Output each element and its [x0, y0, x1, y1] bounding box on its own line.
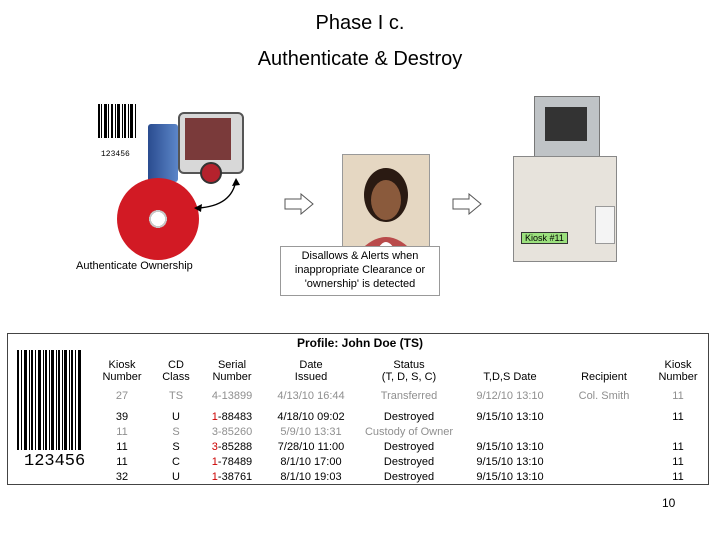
table-row[interactable]: 11 C 1-78489 8/1/10 17:00 Destroyed 9/15…: [116, 455, 684, 468]
kiosk-tower-icon: [148, 124, 178, 182]
right-arrow-icon-2: [452, 193, 482, 215]
profile-panel: [7, 333, 709, 485]
shredder-window-icon: [545, 107, 587, 141]
col-header-tds-date: T,D,S Date: [483, 371, 537, 383]
kiosk-display-icon: [185, 118, 231, 160]
kiosk-label: Kiosk #11: [521, 232, 568, 244]
curved-arrow-icon: [194, 178, 240, 212]
right-arrow-icon: [284, 193, 314, 215]
table-row[interactable]: 39 U 1-88483 4/18/10 09:02 Destroyed 9/1…: [115, 410, 684, 423]
shred-bin-icon: [595, 206, 615, 244]
cd-disc-icon: [117, 178, 199, 260]
kiosk-disc-slot-icon: [200, 162, 222, 184]
profile-title: Profile: John Doe (TS): [297, 336, 423, 350]
user-photo: [342, 154, 430, 260]
authenticate-caption: Authenticate Ownership: [76, 260, 193, 272]
col-header-status: Status(T, D, S, C): [381, 359, 437, 383]
table-row[interactable]: 27 TS 4-13899 4/13/10 16:44 Transferred …: [115, 390, 684, 402]
barcode-large-text: 123456: [24, 452, 86, 471]
barcode-small-text: 123456: [101, 150, 130, 159]
alert-callout: Disallows & Alerts when inappropriate Cl…: [280, 246, 440, 296]
table-row[interactable]: 32 U 1-38761 8/1/10 19:03 Destroyed 9/15…: [115, 470, 684, 483]
page-number: 10: [662, 496, 676, 510]
title-line-2: Authenticate & Destroy: [257, 48, 463, 70]
table-row[interactable]: 11 S 3-85260 5/9/10 13:31 Custody of Own…: [116, 425, 454, 438]
title-line-1: Phase I c.: [315, 12, 405, 34]
col-header-recipient: Recipient: [581, 371, 627, 383]
barcode-large-icon: [17, 350, 81, 450]
table-row[interactable]: 11 S 3-85288 7/28/10 11:00 Destroyed 9/1…: [116, 440, 684, 453]
barcode-small-icon: [98, 104, 136, 138]
